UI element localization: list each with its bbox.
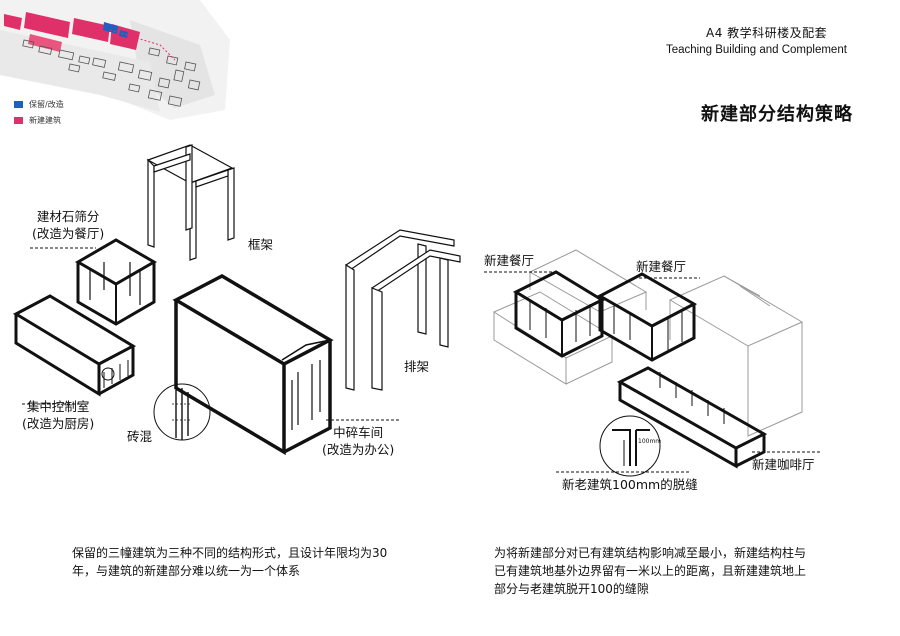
note-left-line-1: 保留的三幢建筑为三种不同的结构形式，且设计年限均为30 (72, 546, 388, 560)
building-b-label: 集中控制室 (改造为厨房) (22, 398, 94, 432)
bent-frame-label: 排架 (404, 359, 430, 374)
note-left: 保留的三幢建筑为三种不同的结构形式，且设计年限均为30 年，与建筑的新建部分难以… (72, 544, 387, 580)
building-c-label: 中碎车间 (改造为办公) (322, 424, 394, 458)
building-a-label: 建材石筛分 (改造为餐厅) (32, 208, 104, 242)
building-b-drawing (12, 294, 137, 397)
legend-swatch-blue (14, 100, 23, 108)
building-a-name: 建材石筛分 (36, 209, 100, 224)
building-a-use: (改造为餐厅) (32, 226, 105, 241)
new-cafe-label: 新建咖啡厅 (752, 457, 815, 472)
english-title: Teaching Building and Complement (666, 44, 847, 56)
legend: 保留/改造 新建建筑 (14, 96, 64, 128)
site-plan-map (0, 0, 230, 120)
building-c-drawing (172, 273, 334, 456)
building-c-use: (改造为办公) (322, 442, 395, 457)
gap-caption: 新老建筑100mm的脱缝 (562, 477, 698, 492)
section-title: 新建部分结构策略 (701, 104, 853, 125)
gap-dimension-label: 100mm (638, 438, 662, 445)
note-right-line-2: 已有建筑地基外边界留有一米以上的距离，且新建建筑地上 (494, 564, 807, 578)
frame-label: 框架 (248, 237, 274, 252)
legend-item-retained: 保留/改造 (14, 96, 64, 112)
legend-swatch-pink (14, 116, 23, 124)
building-b-use: (改造为厨房) (22, 416, 95, 431)
note-right-line-1: 为将新建部分对已有建筑结构影响减至最小，新建结构柱与 (494, 546, 807, 560)
right-leader-lines (484, 271, 822, 473)
left-leader-lines (22, 247, 400, 421)
note-right: 为将新建部分对已有建筑结构影响减至最小，新建结构柱与 已有建筑地基外边界留有一米… (494, 544, 806, 598)
new-cafe-drawing (616, 366, 768, 469)
legend-label-retained: 保留/改造 (29, 99, 64, 109)
brick-label: 砖混 (127, 429, 153, 444)
new-dining-1-drawing (512, 270, 606, 358)
gap-detail-callout (599, 415, 661, 477)
new-dining-2-label: 新建餐厅 (636, 259, 687, 274)
building-c-name: 中碎车间 (333, 425, 384, 440)
building-a-drawing (75, 238, 157, 326)
new-dining-1-label: 新建餐厅 (484, 253, 535, 268)
bent-frame-structure-drawing (345, 229, 461, 391)
frame-structure-drawing (146, 144, 235, 261)
note-right-line-3: 部分与老建筑脱开100的缝隙 (494, 582, 649, 596)
brick-detail-callout (153, 383, 211, 441)
new-dining-2-drawing (596, 272, 698, 362)
building-b-name: 集中控制室 (26, 399, 90, 414)
legend-item-new: 新建建筑 (14, 112, 64, 128)
legend-label-new: 新建建筑 (29, 115, 61, 125)
note-left-line-2: 年，与建筑的新建部分难以统一为一个体系 (72, 564, 301, 578)
code-title: A4 教学科研楼及配套 (706, 26, 828, 40)
